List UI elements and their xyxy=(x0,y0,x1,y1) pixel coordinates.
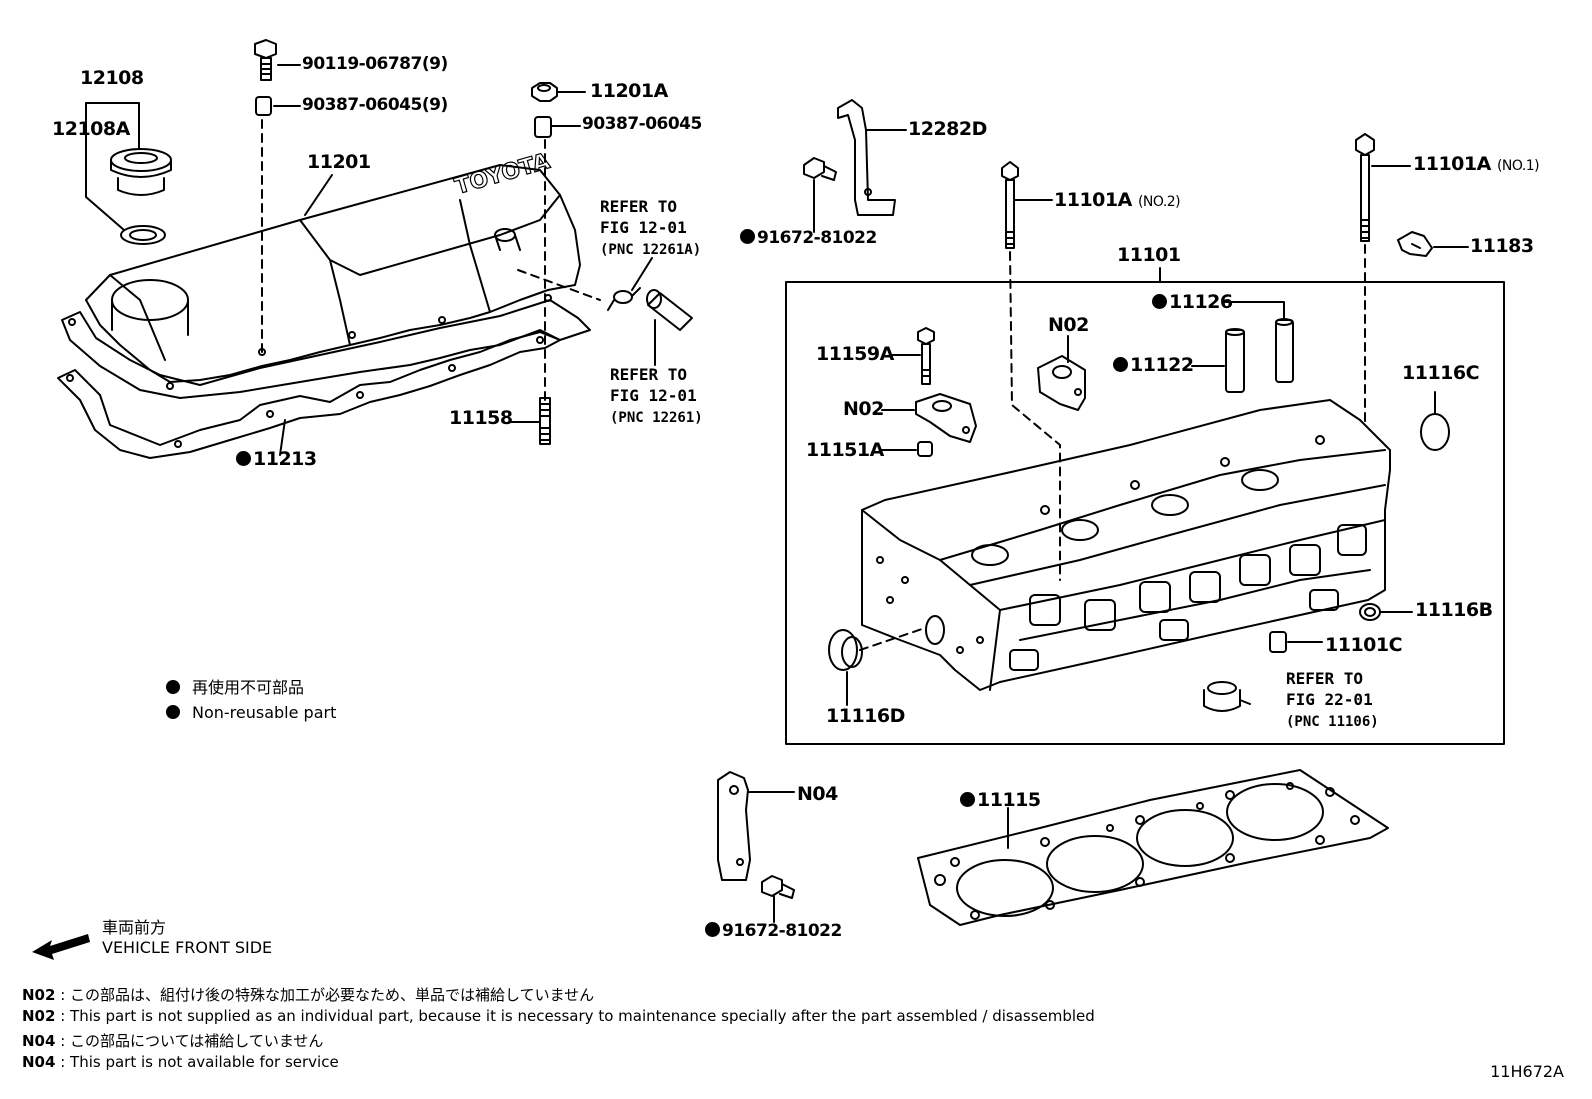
label-11201a[interactable]: 11201A xyxy=(590,80,668,102)
label-90119-06787[interactable]: 90119-06787(9) xyxy=(302,54,448,74)
label-11158[interactable]: 11158 xyxy=(449,407,513,429)
valve-guide-11126-drawing xyxy=(1275,318,1294,383)
head-bolt-no1-drawing xyxy=(1355,133,1375,242)
label-12282d[interactable]: 12282D xyxy=(908,118,987,140)
plug-11116c-drawing xyxy=(1420,413,1450,451)
pcv-hose-drawing xyxy=(646,289,693,331)
plug-11183-drawing xyxy=(1397,231,1433,257)
label-11116b[interactable]: 11116B xyxy=(1415,599,1493,621)
label-11115[interactable]: 11115 xyxy=(960,791,1041,810)
bolt-91672-top-drawing xyxy=(803,157,837,181)
label-90387-06045-9[interactable]: 90387-06045(9) xyxy=(302,95,448,115)
bolt-11159a-drawing xyxy=(917,327,935,385)
refer-fig-12-01-b[interactable]: REFER TO FIG 12-01 (PNC 12261) xyxy=(610,365,703,426)
non-reusable-dot-icon xyxy=(705,922,720,937)
bolt-91672-bottom-drawing xyxy=(761,875,795,899)
oil-filler-cap-drawing xyxy=(110,148,172,245)
stud-11158-drawing xyxy=(539,397,551,445)
cylinder-head-gasket-drawing xyxy=(917,769,1389,926)
vehicle-front-en: VEHICLE FRONT SIDE xyxy=(102,938,273,957)
label-11201[interactable]: 11201 xyxy=(307,151,371,173)
cover-logo-text: TOYOTA xyxy=(452,149,552,200)
vehicle-front-label: 車両前方 VEHICLE FRONT SIDE xyxy=(102,918,272,958)
label-n04[interactable]: N04 xyxy=(797,783,838,805)
cylinder-head-assembly-frame xyxy=(785,281,1505,745)
bearing-cap-n02-a-drawing xyxy=(1037,355,1086,411)
note-n02-jp: N02 : この部品は、組付け後の特殊な加工が必要なため、単品では補給していませ… xyxy=(22,986,595,1004)
nut-11201a-drawing xyxy=(531,82,558,102)
note-n04-en: N04 : This part is not available for ser… xyxy=(22,1053,339,1071)
label-11213[interactable]: 11213 xyxy=(236,450,317,469)
non-reusable-dot-icon xyxy=(166,680,180,694)
label-11101c[interactable]: 11101C xyxy=(1325,634,1403,656)
plug-11116b-drawing xyxy=(1359,603,1381,621)
refer-fig-12-01-a[interactable]: REFER TO FIG 12-01 (PNC 12261A) xyxy=(600,197,702,258)
pin-11151a-drawing xyxy=(917,441,933,457)
non-reusable-dot-icon xyxy=(1152,294,1167,309)
legend-row-jp: 再使用不可部品 xyxy=(166,675,336,700)
label-11151a[interactable]: 11151A xyxy=(806,439,884,461)
label-12108a[interactable]: 12108A xyxy=(52,118,130,140)
label-11101a-no1[interactable]: 11101A (NO.1) xyxy=(1413,153,1540,175)
label-91672-81022-bottom[interactable]: 91672-81022 xyxy=(705,922,842,940)
refer-fig-22-01[interactable]: REFER TO FIG 22-01 (PNC 11106) xyxy=(1286,669,1379,730)
non-reusable-dot-icon xyxy=(236,451,251,466)
label-91672-81022-top[interactable]: 91672-81022 xyxy=(740,229,877,247)
legend-row-en: Non-reusable part xyxy=(166,700,336,725)
valve-guide-11122-drawing xyxy=(1225,328,1245,393)
bolt-90119-drawing xyxy=(254,39,277,81)
dowel-11101c-drawing xyxy=(1269,631,1287,653)
bracket-n04-drawing xyxy=(717,771,751,881)
vehicle-front-jp: 車両前方 xyxy=(102,918,167,937)
plug-11116d-drawing xyxy=(828,629,863,671)
label-n02-a[interactable]: N02 xyxy=(1048,314,1089,336)
label-n02-b[interactable]: N02 xyxy=(843,398,884,420)
label-11159a[interactable]: 11159A xyxy=(816,343,894,365)
label-11101a-no2[interactable]: 11101A (NO.2) xyxy=(1054,189,1181,211)
label-11122[interactable]: 11122 xyxy=(1113,356,1194,375)
figure-id: 11H672A xyxy=(1490,1062,1564,1081)
label-11183[interactable]: 11183 xyxy=(1470,235,1534,257)
label-12108[interactable]: 12108 xyxy=(80,67,144,89)
non-reusable-dot-icon xyxy=(1113,357,1128,372)
note-n02-en: N02 : This part is not supplied as an in… xyxy=(22,1007,1095,1025)
cylinder-head-drawing xyxy=(861,399,1391,691)
valve-seat-ref-drawing xyxy=(1203,681,1251,712)
collar-90387-drawing xyxy=(534,116,552,138)
label-11116d[interactable]: 11116D xyxy=(826,705,905,727)
engine-hanger-12282d-drawing xyxy=(837,99,896,216)
label-11101[interactable]: 11101 xyxy=(1117,244,1181,266)
head-bolt-no2-drawing xyxy=(1001,161,1019,249)
non-reusable-dot-icon xyxy=(166,705,180,719)
front-arrow-icon xyxy=(32,934,90,960)
legend: 再使用不可部品 Non-reusable part xyxy=(166,675,336,725)
label-11116c[interactable]: 11116C xyxy=(1402,362,1480,384)
cylinder-head-cover-drawing xyxy=(61,164,591,399)
bearing-cap-n02-b-drawing xyxy=(915,393,977,443)
note-n04-jp: N04 : この部品については補給していません xyxy=(22,1032,324,1050)
label-90387-06045[interactable]: 90387-06045 xyxy=(582,114,702,134)
pcv-grommet-drawing xyxy=(607,287,641,311)
non-reusable-dot-icon xyxy=(960,792,975,807)
label-11126[interactable]: 11126 xyxy=(1152,293,1233,312)
collar-90387-9-drawing xyxy=(255,96,272,116)
non-reusable-dot-icon xyxy=(740,229,755,244)
head-cover-gasket-drawing xyxy=(57,331,561,459)
